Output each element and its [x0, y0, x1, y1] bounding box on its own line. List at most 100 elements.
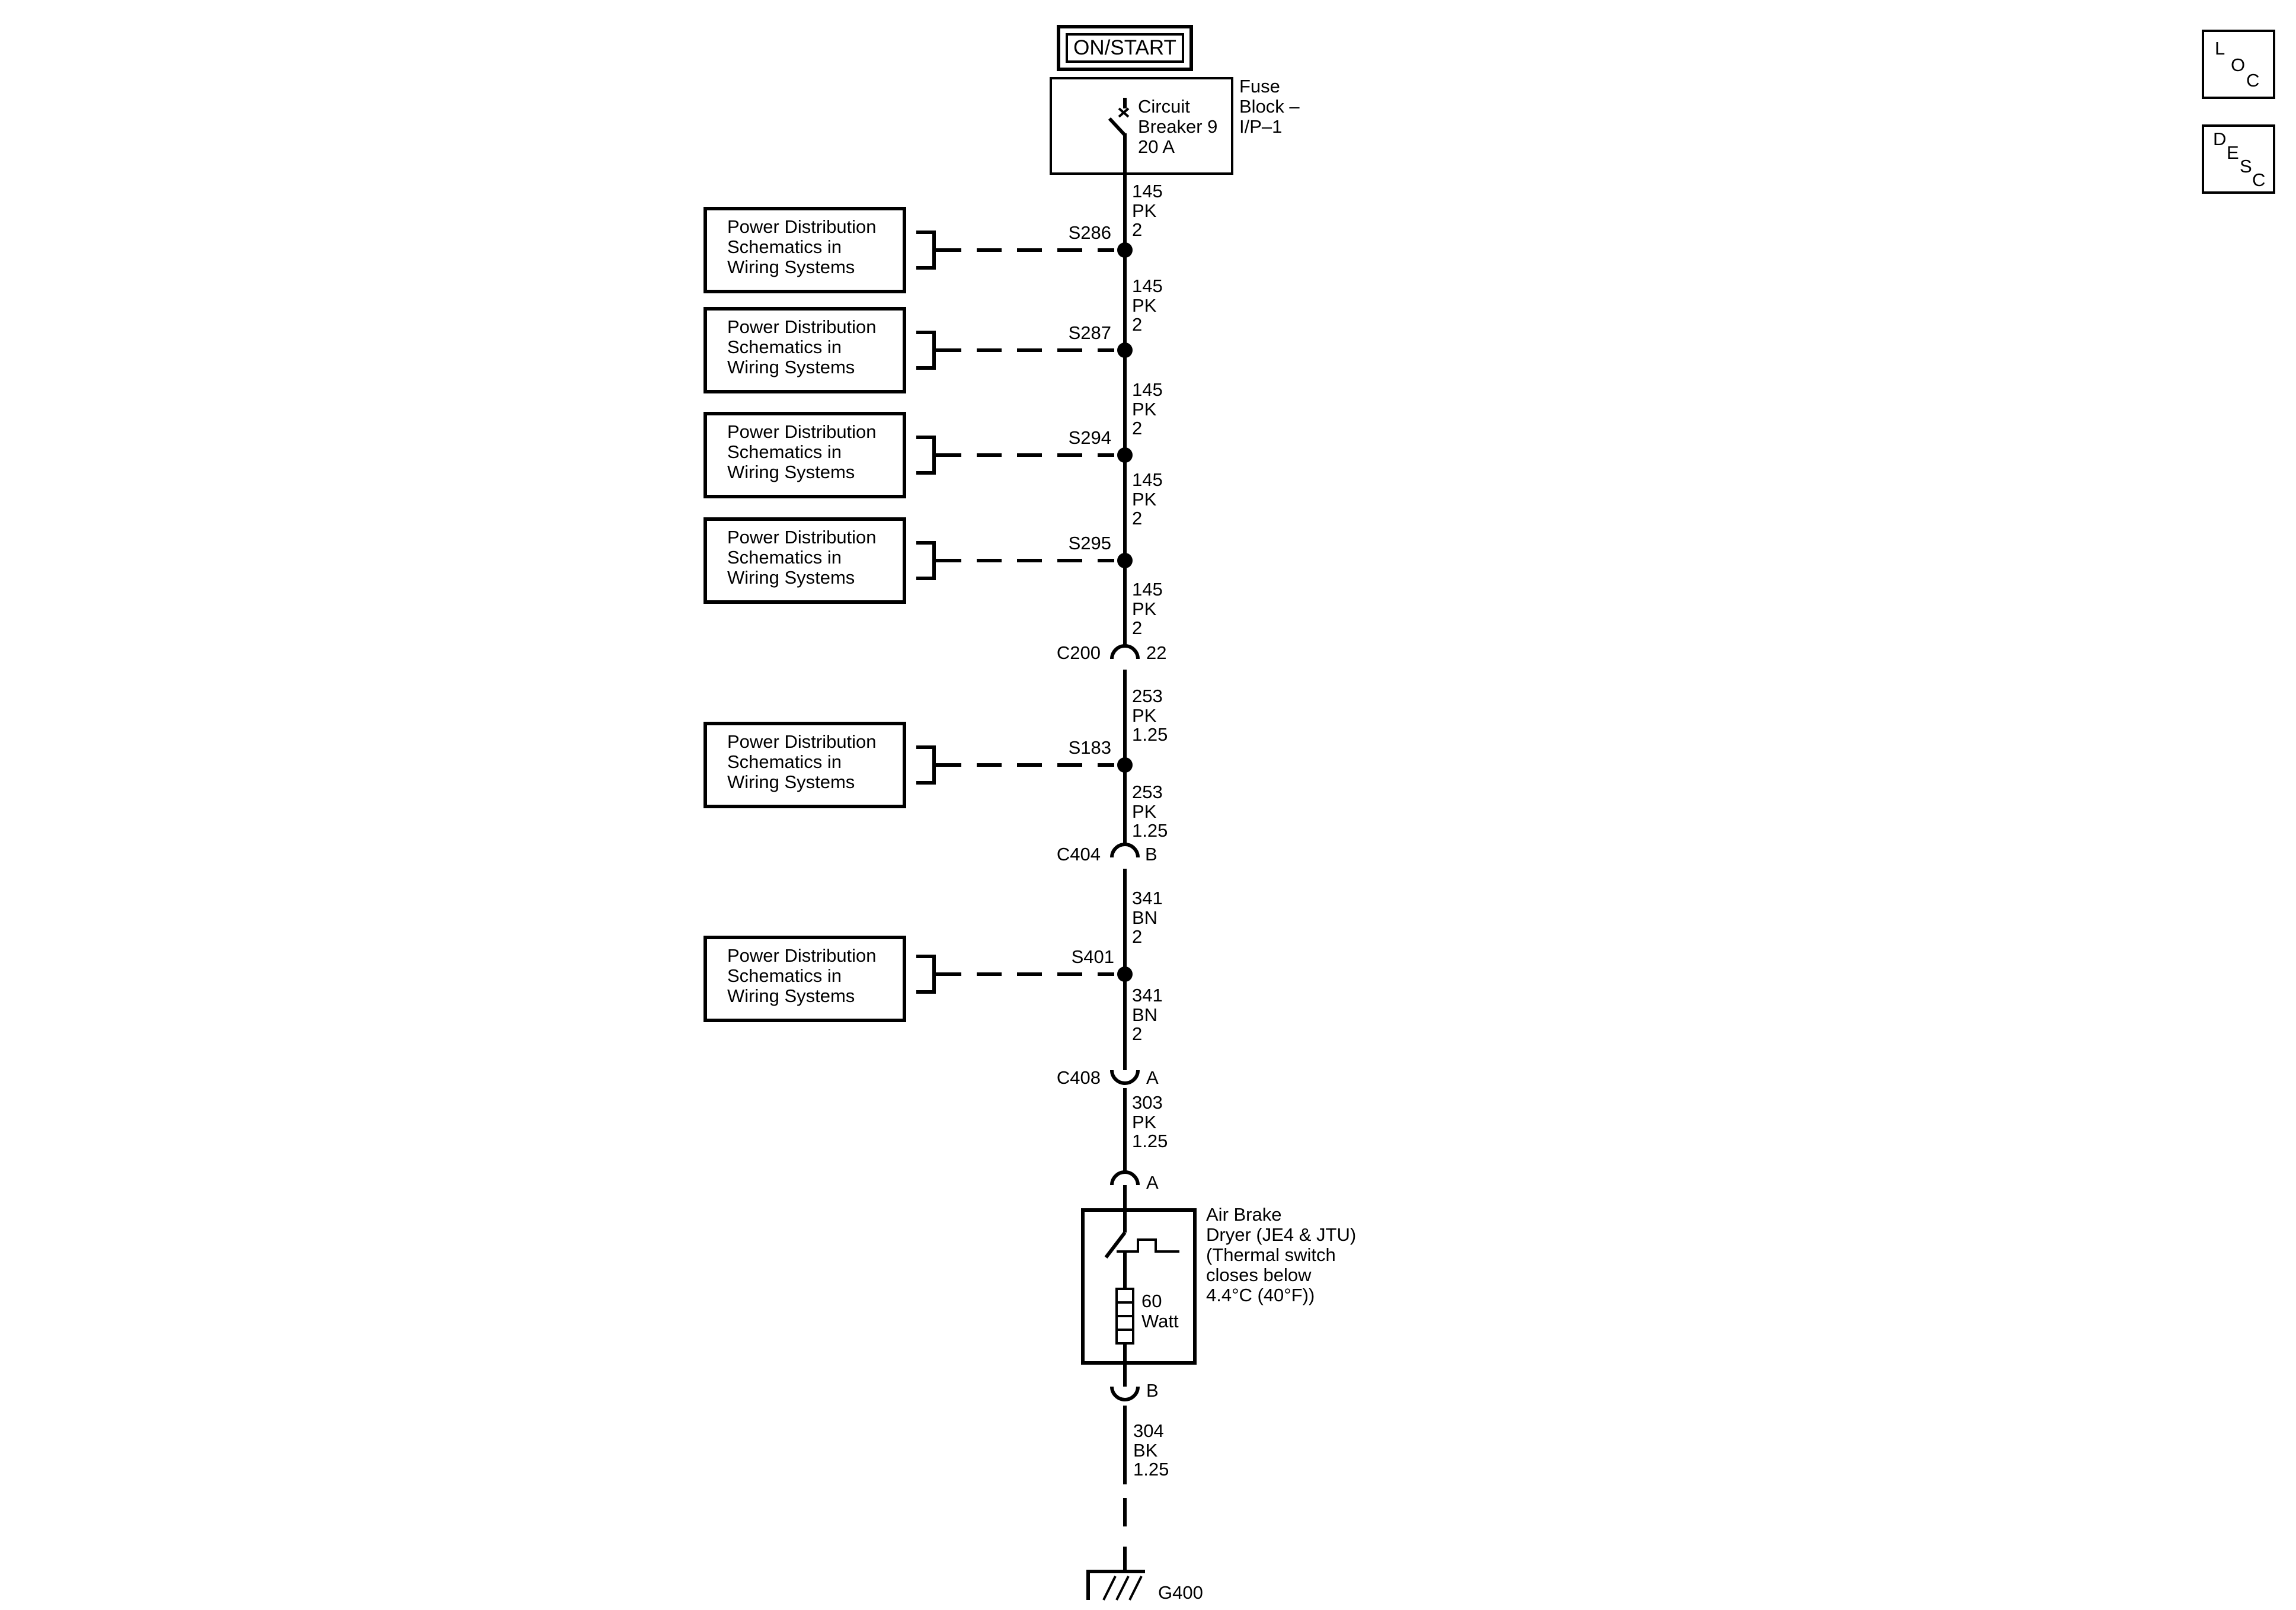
svg-text:B: B [1146, 1380, 1159, 1401]
svg-text:1.25: 1.25 [1132, 724, 1168, 745]
svg-text:G400: G400 [1158, 1582, 1203, 1603]
heater-element-icon [1115, 1288, 1134, 1363]
svg-text:Wiring Systems: Wiring Systems [727, 567, 855, 588]
breaker-line-1: Circuit [1138, 96, 1190, 117]
ground-icon [1086, 1553, 1145, 1601]
svg-text:253: 253 [1132, 782, 1163, 802]
svg-text:PK: PK [1132, 1112, 1157, 1132]
fuse-block: Circuit Breaker 9 20 A Fuse Block – I/P–… [1050, 76, 1300, 175]
connector-pin-b [1110, 1386, 1140, 1401]
svg-text:2: 2 [1132, 219, 1142, 240]
fuse-block-name-2: Block – [1239, 96, 1300, 117]
connector-c408: C408 A 303 PK 1.25 [1057, 1067, 1168, 1151]
svg-text:145: 145 [1132, 379, 1163, 400]
svg-text:Power Distribution: Power Distribution [727, 216, 877, 237]
wire-label-top: 145 PK 2 [1132, 181, 1163, 240]
fuse-block-name-3: I/P–1 [1239, 116, 1282, 137]
svg-text:341: 341 [1132, 985, 1163, 1006]
breaker-line-2: Breaker 9 [1138, 116, 1217, 137]
svg-text:145: 145 [1132, 579, 1163, 600]
svg-text:4.4°C (40°F)): 4.4°C (40°F)) [1206, 1285, 1315, 1305]
svg-text:Schematics in: Schematics in [727, 236, 842, 257]
ground-g400: G400 [1086, 1553, 1203, 1603]
svg-text:Wiring Systems: Wiring Systems [727, 772, 855, 792]
svg-text:C: C [2246, 70, 2259, 91]
splice-s294: S294 Power Distribution Schematics in Wi… [703, 412, 1163, 529]
power-source-box: ON/START [1057, 25, 1193, 71]
svg-text:D: D [2213, 129, 2226, 149]
circuit-breaker-icon [1108, 98, 1130, 174]
svg-text:A: A [1146, 1067, 1159, 1088]
connector-c404: C404 B 341 BN 2 [1057, 843, 1163, 947]
svg-text:2: 2 [1132, 1023, 1142, 1044]
svg-text:1.25: 1.25 [1132, 820, 1168, 841]
loc-icon[interactable]: L O C [2202, 30, 2275, 99]
svg-text:PK: PK [1132, 200, 1157, 221]
svg-text:Schematics in: Schematics in [727, 547, 842, 568]
svg-text:PK: PK [1132, 598, 1157, 619]
svg-text:Power Distribution: Power Distribution [727, 527, 877, 548]
svg-text:Wiring Systems: Wiring Systems [727, 257, 855, 277]
svg-text:L: L [2215, 38, 2225, 59]
splice-s401: S401 Power Distribution Schematics in Wi… [703, 936, 1163, 1044]
breaker-line-3: 20 A [1138, 136, 1175, 157]
wire-label-ground: 304 BK 1.25 [1133, 1420, 1169, 1480]
svg-text:closes below: closes below [1206, 1265, 1312, 1285]
connector-c200: C200 22 253 PK 1.25 [1057, 642, 1168, 745]
svg-text:PK: PK [1132, 399, 1157, 420]
svg-text:PK: PK [1132, 489, 1157, 510]
svg-text:Air Brake: Air Brake [1206, 1204, 1281, 1225]
svg-text:S287: S287 [1069, 322, 1111, 343]
svg-text:Power Distribution: Power Distribution [727, 731, 877, 752]
svg-text:341: 341 [1132, 888, 1163, 908]
svg-text:145: 145 [1132, 469, 1163, 490]
svg-text:S183: S183 [1069, 737, 1111, 758]
svg-text:60: 60 [1141, 1291, 1162, 1311]
svg-text:O: O [2231, 55, 2245, 75]
svg-text:E: E [2227, 142, 2239, 163]
svg-text:(Thermal switch: (Thermal switch [1206, 1244, 1336, 1265]
svg-text:S: S [2240, 156, 2252, 177]
svg-text:304: 304 [1133, 1420, 1164, 1441]
svg-text:Power Distribution: Power Distribution [727, 945, 877, 966]
air-brake-dryer: A 60 Watt Air Brake Dryer (JE4 & JTU) (T… [1081, 1170, 1356, 1401]
svg-text:BK: BK [1133, 1440, 1158, 1461]
svg-text:Schematics in: Schematics in [727, 965, 842, 986]
svg-text:Power Distribution: Power Distribution [727, 316, 877, 337]
svg-text:BN: BN [1132, 1004, 1157, 1025]
svg-text:Schematics in: Schematics in [727, 751, 842, 772]
svg-text:303: 303 [1132, 1092, 1163, 1113]
svg-text:2: 2 [1132, 926, 1142, 947]
svg-text:2: 2 [1132, 617, 1142, 638]
svg-text:PK: PK [1132, 801, 1157, 822]
svg-text:2: 2 [1132, 314, 1142, 335]
desc-icon[interactable]: D E S C [2202, 124, 2275, 194]
svg-text:C408: C408 [1057, 1067, 1101, 1088]
svg-text:S401: S401 [1072, 946, 1114, 967]
svg-text:BN: BN [1132, 907, 1157, 928]
svg-text:1.25: 1.25 [1132, 1131, 1168, 1151]
connector-pin-a [1110, 1170, 1140, 1186]
svg-text:1.25: 1.25 [1133, 1459, 1169, 1480]
svg-text:B: B [1145, 844, 1157, 865]
splice-s286: S286 Power Distribution Schematics in Wi… [703, 207, 1163, 335]
svg-text:Wiring Systems: Wiring Systems [727, 357, 855, 377]
svg-text:Dryer (JE4 & JTU): Dryer (JE4 & JTU) [1206, 1224, 1356, 1245]
svg-text:PK: PK [1132, 705, 1157, 726]
svg-text:Power Distribution: Power Distribution [727, 421, 877, 442]
svg-text:C404: C404 [1057, 844, 1101, 865]
svg-text:Wiring Systems: Wiring Systems [727, 462, 855, 482]
svg-text:145: 145 [1132, 276, 1163, 296]
svg-text:2: 2 [1132, 418, 1142, 438]
svg-text:2: 2 [1132, 508, 1142, 529]
svg-text:Wiring Systems: Wiring Systems [727, 985, 855, 1006]
svg-text:C200: C200 [1057, 642, 1101, 663]
svg-text:253: 253 [1132, 686, 1163, 706]
svg-text:Schematics in: Schematics in [727, 337, 842, 357]
thermal-switch-icon [1104, 1212, 1179, 1289]
svg-text:S294: S294 [1069, 427, 1111, 448]
power-source-label: ON/START [1073, 36, 1176, 59]
splice-s295: S295 Power Distribution Schematics in Wi… [703, 517, 1163, 638]
svg-text:S286: S286 [1069, 222, 1111, 243]
